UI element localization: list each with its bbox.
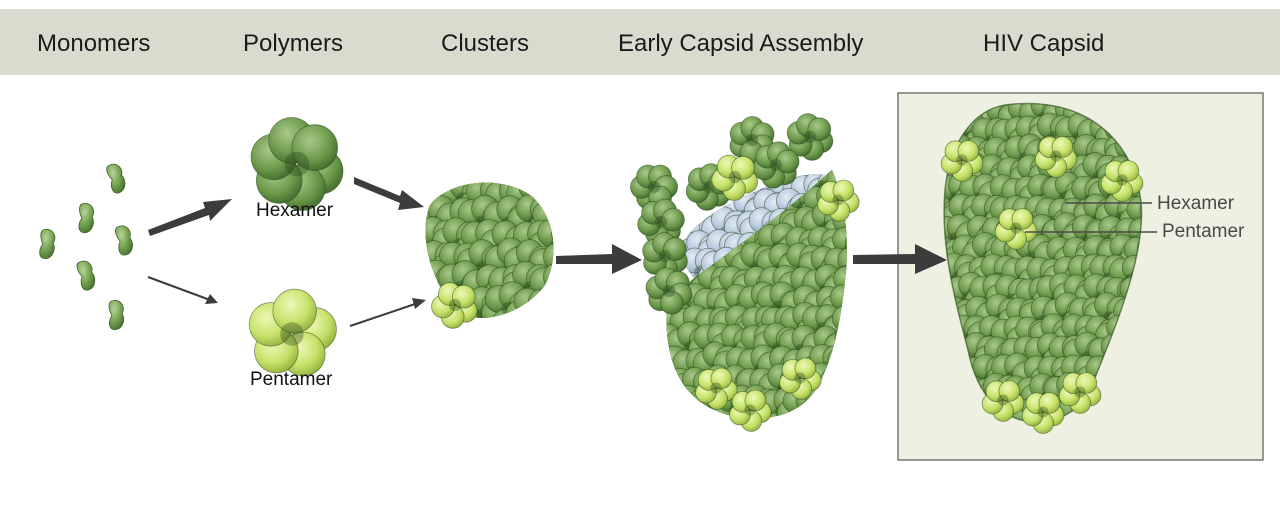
monomer xyxy=(76,260,96,291)
cluster-hexamer xyxy=(530,182,554,209)
capsid-pentamer xyxy=(1100,160,1144,202)
early-hexamer xyxy=(818,383,847,419)
cluster xyxy=(425,182,554,329)
free-pentamer xyxy=(711,154,758,201)
free-hexamer xyxy=(786,113,834,161)
early-pentamer xyxy=(779,357,822,400)
monomers-group xyxy=(39,163,133,331)
early-pentamer xyxy=(729,389,772,432)
hexamer-icon xyxy=(250,117,344,211)
stage-label-polymers: Polymers xyxy=(243,30,344,57)
early-hexamer xyxy=(822,344,847,396)
early-pentamer xyxy=(817,179,860,222)
hiv-capsid xyxy=(940,102,1144,434)
monomer xyxy=(106,163,126,194)
monomer xyxy=(78,203,95,234)
monomer xyxy=(115,225,133,256)
pentamer-callout-label: Pentamer xyxy=(1162,221,1245,242)
header-band xyxy=(0,9,1280,75)
stage-label-early-capsid-assembly: Early Capsid Assembly xyxy=(618,30,864,57)
hexamer-callout-label: Hexamer xyxy=(1157,193,1235,214)
cluster-hexamer xyxy=(531,283,554,318)
capsid-pentamer xyxy=(1021,392,1065,434)
monomer xyxy=(108,300,124,331)
free-hexamer xyxy=(645,267,693,315)
capsid-pentamer xyxy=(1034,136,1078,178)
early-hexamer xyxy=(666,386,699,419)
arrow-monomer-to-hexamer xyxy=(148,199,232,236)
early-hexamer xyxy=(821,361,847,414)
pentamer-label: Pentamer xyxy=(250,369,333,390)
capsid-pentamer xyxy=(981,380,1025,422)
early-pentamer xyxy=(695,367,738,410)
stage-label-monomers: Monomers xyxy=(37,30,151,57)
cluster-pentamer xyxy=(431,282,478,329)
pentamer-icon xyxy=(248,288,337,377)
pentamer-ring xyxy=(248,288,337,377)
early-capsid xyxy=(630,113,860,432)
arrows xyxy=(147,177,947,327)
arrow-cluster-to-early xyxy=(556,244,642,274)
free-hexamer xyxy=(642,232,688,280)
arrow-pentamer-to-cluster xyxy=(349,298,426,327)
hexamer-label: Hexamer xyxy=(256,200,334,221)
stage-label-hiv-capsid: HIV Capsid xyxy=(983,30,1105,57)
arrow-early-to-capsid xyxy=(853,244,947,274)
stage-label-clusters: Clusters xyxy=(441,30,530,57)
monomer xyxy=(39,228,56,259)
arrow-monomer-to-pentamer xyxy=(147,276,218,304)
capsid-pentamer xyxy=(940,140,984,182)
free-hexamer xyxy=(752,141,800,189)
hexamer-ring xyxy=(250,117,344,211)
capsid-pentamer xyxy=(1058,372,1102,414)
arrow-hexamer-to-cluster xyxy=(354,177,424,210)
